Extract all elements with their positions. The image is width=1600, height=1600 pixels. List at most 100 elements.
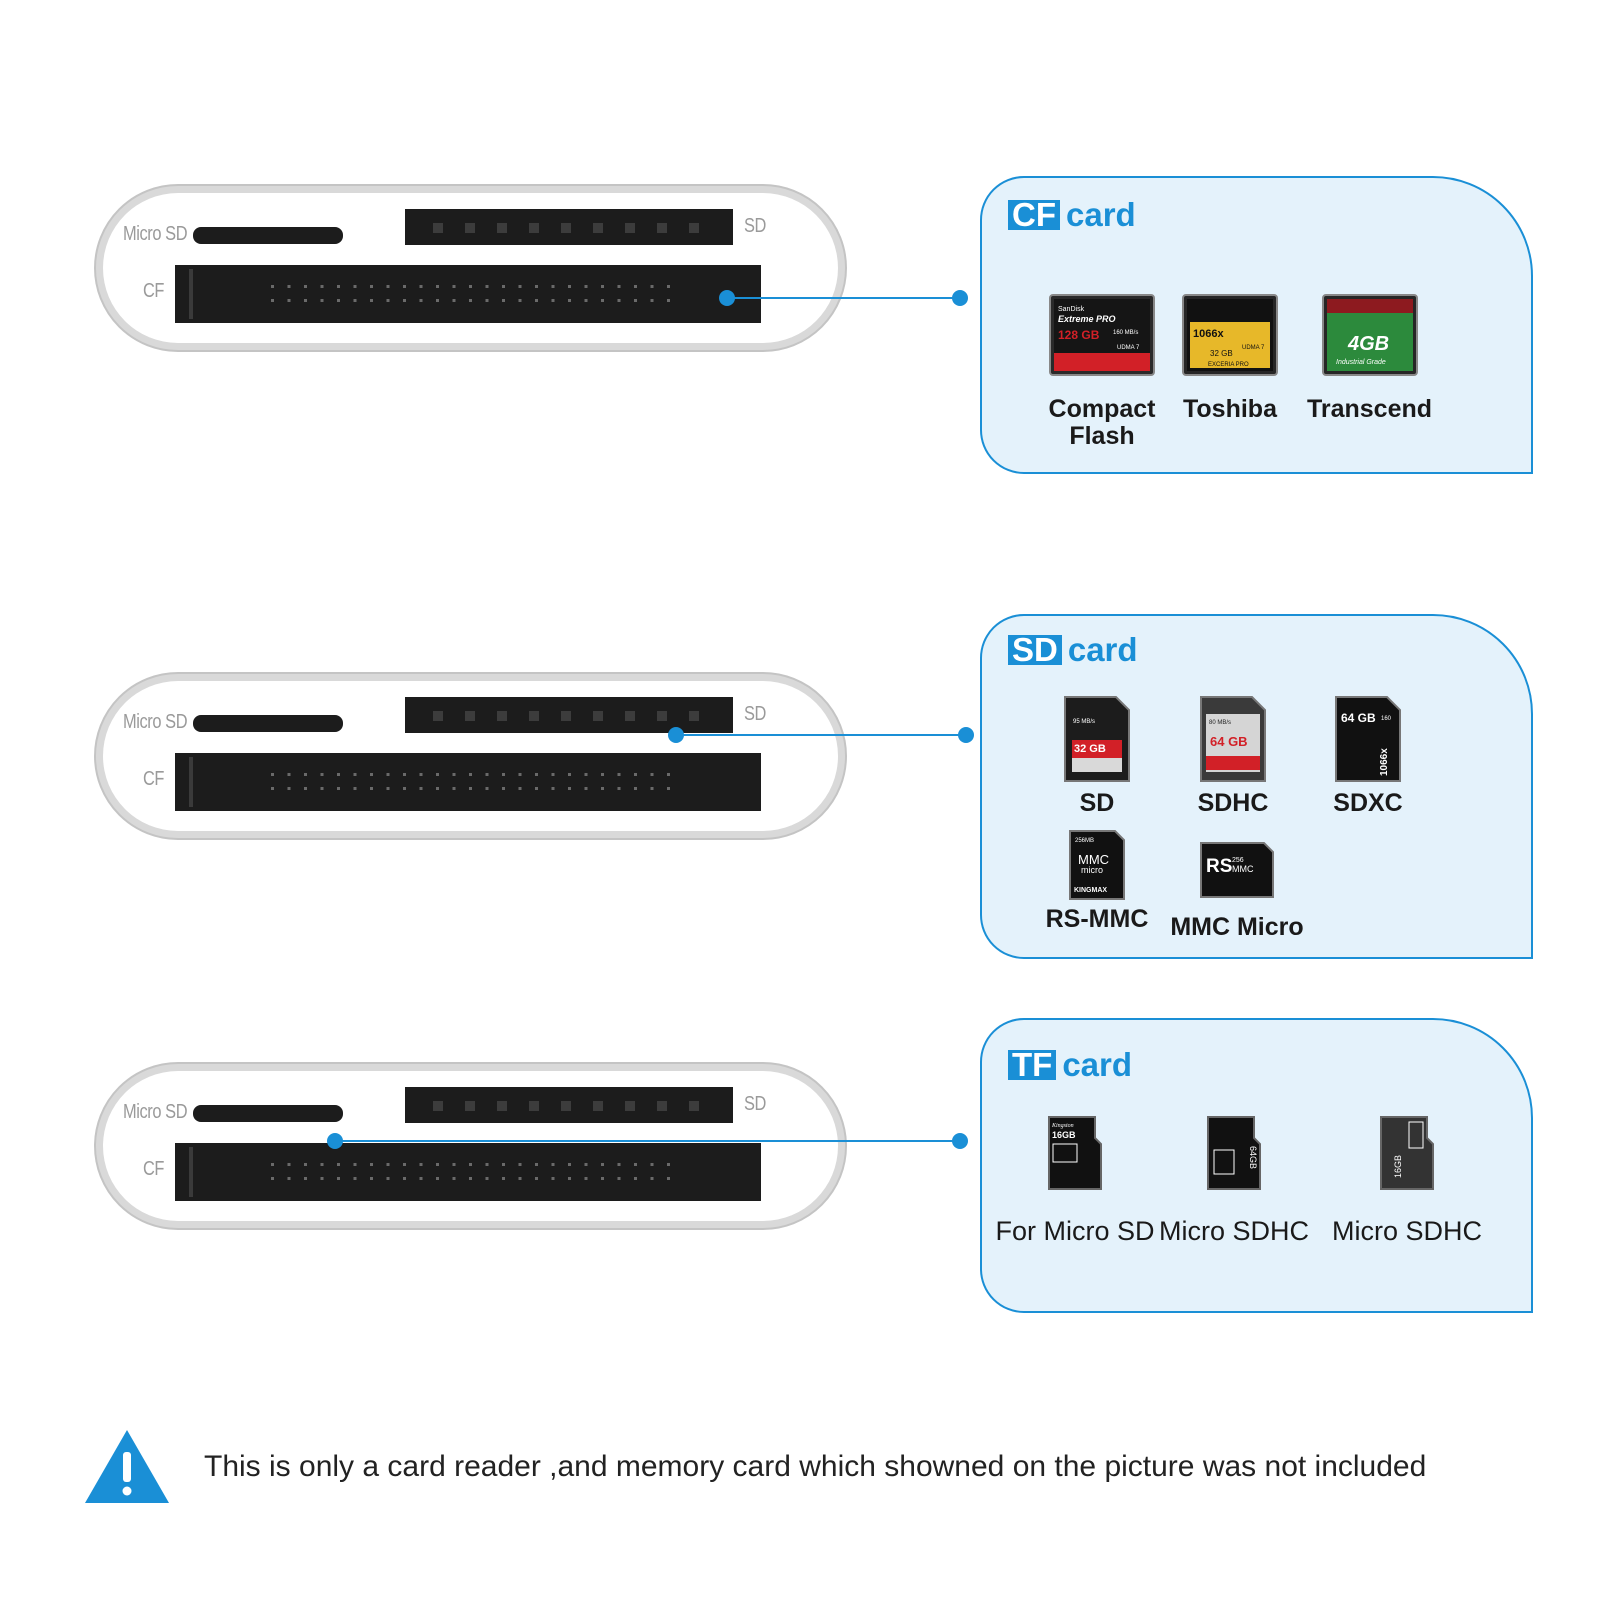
micro-sd-slot bbox=[193, 715, 343, 732]
cf-pin bbox=[419, 1163, 423, 1166]
svg-text:KINGMAX: KINGMAX bbox=[1074, 887, 1107, 894]
cf-pin bbox=[469, 285, 472, 288]
cf-pin bbox=[436, 1163, 439, 1166]
sd-slot-tooth bbox=[561, 1101, 571, 1111]
sd-slot-tooth bbox=[657, 711, 667, 721]
card-reader-body bbox=[94, 184, 847, 352]
cf-pin bbox=[568, 299, 571, 302]
cf-pin bbox=[436, 299, 439, 302]
cf-pin bbox=[370, 299, 373, 302]
card-label: SDHC bbox=[1197, 789, 1269, 817]
cf-pin bbox=[469, 787, 472, 790]
cf-pin bbox=[386, 787, 390, 790]
cf-pin bbox=[386, 1163, 390, 1166]
cf-slot-edge bbox=[189, 1147, 193, 1197]
svg-text:16GB: 16GB bbox=[1052, 1130, 1076, 1140]
cf-pin bbox=[386, 285, 390, 288]
cf-pin bbox=[287, 1163, 291, 1166]
cf-pin bbox=[320, 285, 324, 288]
svg-text:64GB: 64GB bbox=[1248, 1146, 1258, 1169]
tf-panel-dot bbox=[952, 1133, 968, 1149]
cf-pin bbox=[535, 1177, 538, 1180]
cf-pin bbox=[386, 1177, 390, 1180]
cf-pin bbox=[337, 773, 340, 776]
cf-pin bbox=[353, 787, 357, 790]
cf-pin bbox=[320, 299, 324, 302]
card-label: Toshiba bbox=[1183, 395, 1277, 423]
svg-text:32 GB: 32 GB bbox=[1210, 349, 1233, 358]
cf-pin bbox=[650, 299, 654, 302]
sd-slot-tooth bbox=[593, 711, 603, 721]
card-label: RS-MMC bbox=[1045, 905, 1149, 933]
svg-text:RS: RS bbox=[1206, 856, 1232, 877]
sdxc-card-icon: 64 GB 160 1066x bbox=[1335, 696, 1401, 782]
cf-panel-dot bbox=[952, 290, 968, 306]
cf-pin bbox=[337, 1163, 340, 1166]
cf-pin bbox=[370, 787, 373, 790]
cf-pin bbox=[320, 773, 324, 776]
cf-pin bbox=[469, 299, 472, 302]
cf-pin bbox=[667, 299, 670, 302]
cf-pin bbox=[320, 1177, 324, 1180]
cf-pin bbox=[518, 299, 522, 302]
cf-pin bbox=[287, 773, 291, 776]
cf-pin bbox=[353, 1177, 357, 1180]
cf-label: CF bbox=[143, 768, 165, 790]
sandisk-cf-card-icon: SanDisk Extreme PRO 128 GB 160 MB/s UDMA… bbox=[1049, 294, 1155, 376]
sd-slot-tooth bbox=[625, 223, 635, 233]
cf-pin bbox=[667, 285, 670, 288]
svg-text:80 MB/s: 80 MB/s bbox=[1209, 720, 1231, 726]
cf-pin bbox=[650, 1177, 654, 1180]
sd-panel-title: SD card bbox=[1008, 631, 1138, 668]
cf-pin bbox=[419, 1177, 423, 1180]
card-reader-tf-highlight: Micro SD SD CF bbox=[93, 1061, 848, 1231]
cf-pin bbox=[502, 787, 505, 790]
card-reader-body bbox=[94, 672, 847, 840]
sd-card-icon: 95 MB/s 32 GB bbox=[1064, 696, 1130, 782]
svg-text:4GB: 4GB bbox=[1347, 333, 1389, 355]
svg-text:160 MB/s: 160 MB/s bbox=[1113, 330, 1138, 336]
cf-pin bbox=[403, 787, 406, 790]
cf-pin bbox=[650, 1163, 654, 1166]
sd-slot-tooth bbox=[625, 1101, 635, 1111]
sd-slot-tooth bbox=[593, 1101, 603, 1111]
cf-pin bbox=[485, 773, 489, 776]
cf-card-panel: CF card SanDisk Extreme PRO 128 GB 160 M… bbox=[980, 176, 1533, 474]
sd-slot-tooth bbox=[625, 711, 635, 721]
sd-slot-tooth bbox=[497, 1101, 507, 1111]
svg-text:256: 256 bbox=[1232, 857, 1244, 864]
cf-pin bbox=[370, 773, 373, 776]
cf-pin bbox=[287, 299, 291, 302]
cf-pin bbox=[584, 1163, 588, 1166]
micro-sd-label: Micro SD bbox=[123, 711, 188, 733]
sd-slot-tooth bbox=[689, 711, 699, 721]
cf-pin bbox=[667, 1163, 670, 1166]
microsdhc-64gb-card-icon: 64GB bbox=[1207, 1116, 1261, 1190]
sd-slot-tooth bbox=[689, 1101, 699, 1111]
cf-pin bbox=[568, 787, 571, 790]
tf-tag-word: card bbox=[1062, 1046, 1133, 1083]
sd-slot-tooth bbox=[529, 711, 539, 721]
card-item-compact-flash: SanDisk Extreme PRO 128 GB 160 MB/s UDMA… bbox=[1037, 294, 1167, 450]
cf-pin bbox=[650, 285, 654, 288]
svg-text:MMC: MMC bbox=[1078, 852, 1109, 867]
cf-pin bbox=[304, 299, 307, 302]
cf-pin bbox=[667, 787, 670, 790]
cf-pin bbox=[518, 787, 522, 790]
cf-pin bbox=[436, 787, 439, 790]
sd-slot-tooth bbox=[561, 223, 571, 233]
kingston-microsd-card-icon: Kingston 16GB bbox=[1048, 1116, 1102, 1190]
cf-pin bbox=[601, 285, 604, 288]
svg-text:UDMA 7: UDMA 7 bbox=[1117, 345, 1140, 351]
cf-pin bbox=[617, 1177, 621, 1180]
cf-pin bbox=[287, 285, 291, 288]
cf-pin bbox=[337, 1177, 340, 1180]
cf-pin bbox=[535, 285, 538, 288]
card-label: For Micro SD bbox=[995, 1216, 1155, 1246]
sd-slot-tooth bbox=[497, 711, 507, 721]
toshiba-cf-card-icon: 1066x 32 GB UDMA 7 EXCERIA PRO bbox=[1182, 294, 1278, 376]
cf-pin bbox=[452, 299, 456, 302]
svg-text:95 MB/s: 95 MB/s bbox=[1073, 719, 1095, 725]
svg-text:Industrial Grade: Industrial Grade bbox=[1336, 359, 1386, 366]
cf-pin bbox=[601, 1177, 604, 1180]
